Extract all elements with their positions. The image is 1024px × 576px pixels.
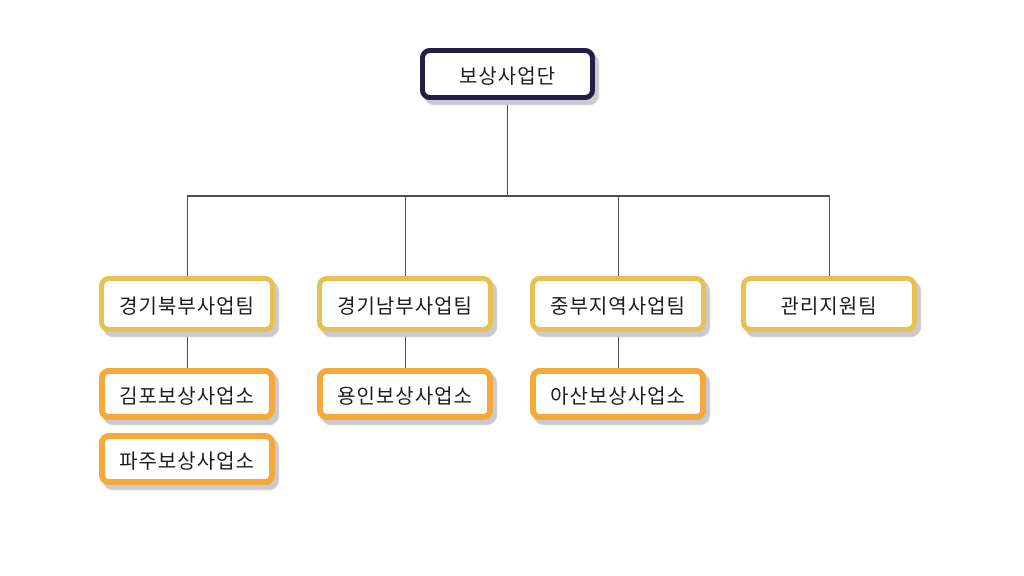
gimpo-office-node[interactable]: 김포보상사업소: [99, 368, 275, 420]
yongin-office-node[interactable]: 용인보상사업소: [317, 368, 493, 420]
connector-team3-office: [617, 332, 619, 368]
asan-office-label: 아산보상사업소: [550, 385, 686, 408]
connector-crossbar: [186, 195, 830, 197]
central-region-team-node[interactable]: 중부지역사업팀: [530, 276, 706, 332]
management-support-team-label: 관리지원팀: [780, 295, 878, 318]
connector-drop-team-3: [617, 195, 619, 276]
management-support-team-node[interactable]: 관리지원팀: [741, 276, 917, 332]
connector-root-trunk: [506, 100, 508, 195]
connector-drop-team-4: [828, 195, 830, 276]
asan-office-node[interactable]: 아산보상사업소: [530, 368, 706, 420]
compensation-division-node[interactable]: 보상사업단: [420, 48, 595, 100]
gyeonggi-north-team-node[interactable]: 경기북부사업팀: [99, 276, 275, 332]
connector-team1-office: [186, 332, 188, 368]
gyeonggi-south-team-node[interactable]: 경기남부사업팀: [317, 276, 493, 332]
compensation-division-label: 보상사업단: [459, 65, 556, 88]
gimpo-office-label: 김포보상사업소: [119, 385, 255, 408]
connector-team2-office: [404, 332, 406, 368]
yongin-office-label: 용인보상사업소: [337, 385, 473, 408]
gyeonggi-south-team-label: 경기남부사업팀: [337, 295, 473, 318]
connector-drop-team-1: [186, 195, 188, 276]
paju-office-label: 파주보상사업소: [119, 450, 255, 473]
paju-office-node[interactable]: 파주보상사업소: [99, 433, 275, 485]
connector-drop-team-2: [404, 195, 406, 276]
gyeonggi-north-team-label: 경기북부사업팀: [119, 295, 255, 318]
central-region-team-label: 중부지역사업팀: [550, 295, 686, 318]
